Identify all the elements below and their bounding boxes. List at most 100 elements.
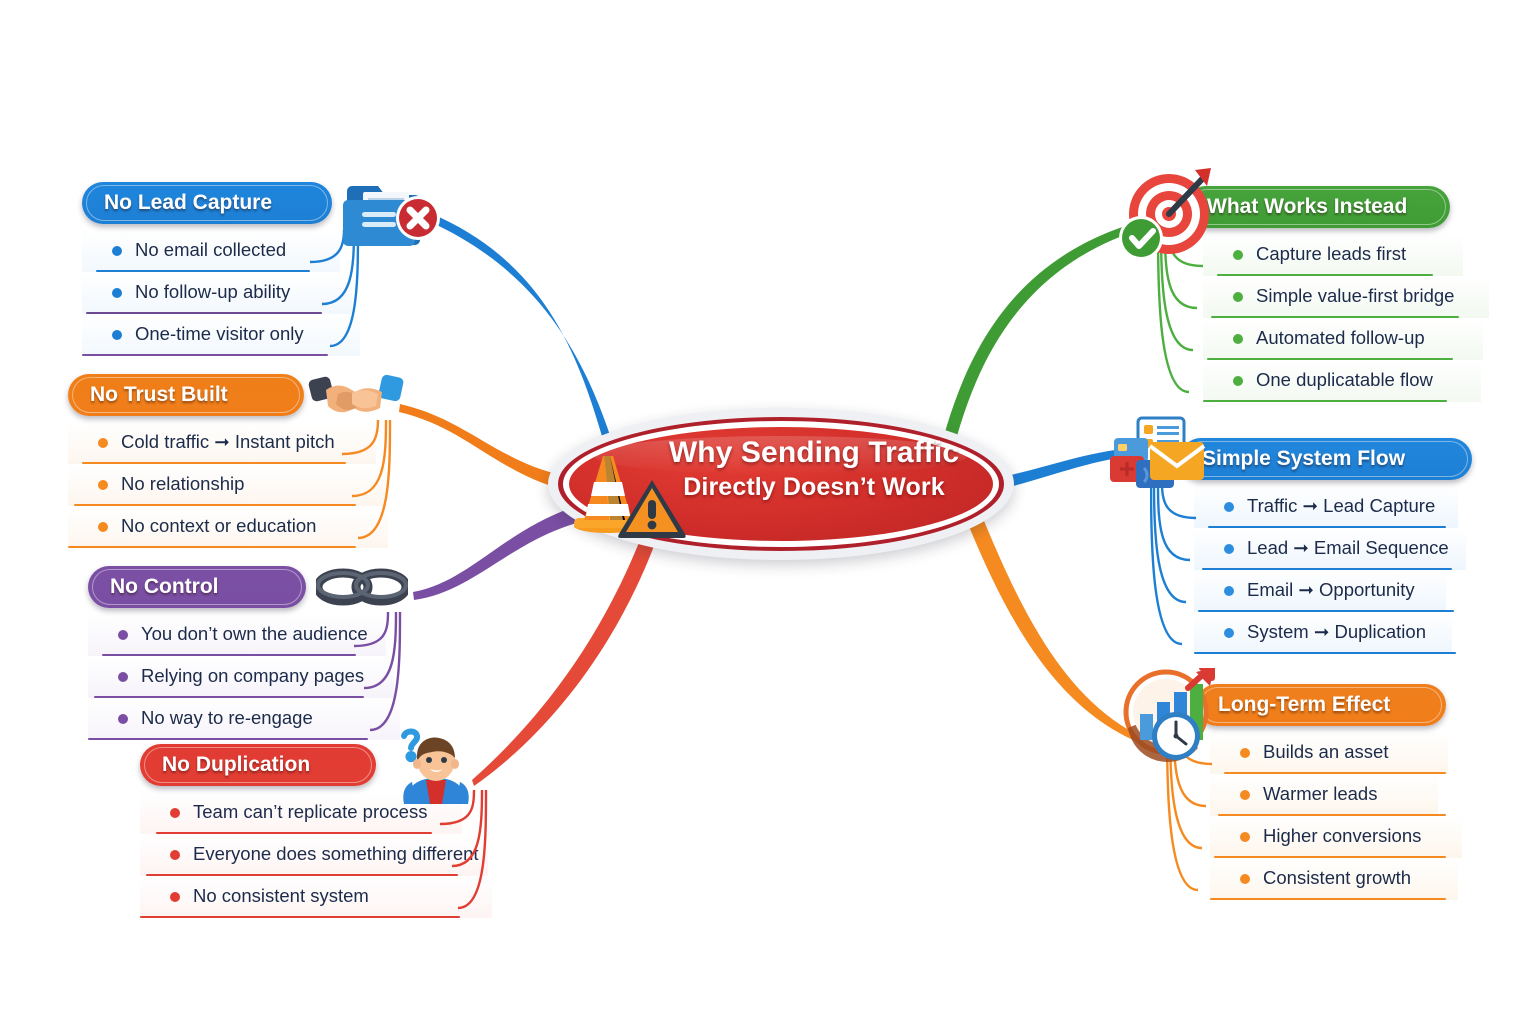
warning-triangle-icon	[618, 480, 686, 538]
list-item[interactable]: Everyone does something different	[140, 834, 488, 876]
list-item[interactable]: Email ➞ Opportunity	[1194, 570, 1454, 612]
central-topic-text: Why Sending Traffic Directly Doesn’t Wor…	[632, 436, 996, 501]
list-item-label: Capture leads first	[1256, 243, 1407, 264]
bullet-icon	[1224, 502, 1234, 512]
branch-no-control[interactable]: No Control You don’t own the audience Re…	[88, 566, 408, 740]
item-spines	[1150, 483, 1197, 646]
branch-long-term-effect[interactable]: Long-Term Effect Builds an asset Warmer …	[1123, 668, 1462, 900]
branch-no-duplication[interactable]: No Duplication Team can’t replicate proc…	[140, 728, 492, 918]
list-item[interactable]: Consistent growth	[1210, 858, 1458, 900]
list-item[interactable]: No context or education	[68, 506, 388, 548]
list-item[interactable]: System ➞ Duplication	[1194, 612, 1456, 654]
list-item[interactable]: Lead ➞ Email Sequence	[1194, 528, 1466, 570]
list-item-label: No context or education	[121, 515, 317, 536]
branch-items: Cold traffic ➞ Instant pitch No relation…	[68, 419, 392, 548]
list-item[interactable]: No consistent system	[140, 876, 492, 918]
list-item-label: No consistent system	[193, 885, 369, 906]
list-item[interactable]: Relying on company pages	[88, 656, 394, 698]
bullet-icon	[1224, 628, 1234, 638]
branch-title: No Trust Built	[90, 383, 228, 406]
item-rule	[1224, 772, 1446, 774]
link-no-duplication	[472, 540, 654, 786]
item-rule	[1194, 652, 1456, 654]
branch-items: Capture leads first Simple value-first b…	[1157, 231, 1489, 402]
list-item-label: Simple value-first bridge	[1256, 285, 1455, 306]
list-item[interactable]: No follow-up ability	[82, 272, 352, 314]
list-item-label: Relying on company pages	[141, 665, 365, 686]
central-topic-line1: Why Sending Traffic	[668, 436, 960, 469]
branch-header-no-control[interactable]: No Control	[88, 566, 306, 608]
item-rule	[1214, 856, 1446, 858]
bullet-icon	[98, 522, 108, 532]
item-rule	[102, 654, 356, 656]
bullet-icon	[1233, 376, 1243, 386]
list-item[interactable]: No way to re-engage	[88, 698, 400, 740]
branch-items: Builds an asset Warmer leads Higher conv…	[1166, 729, 1462, 900]
list-item[interactable]: Traffic ➞ Lead Capture	[1194, 486, 1458, 528]
handshake-icon	[308, 374, 404, 413]
branch-title: Simple System Flow	[1202, 447, 1406, 470]
bullet-icon	[170, 808, 180, 818]
list-item[interactable]: Higher conversions	[1210, 816, 1462, 858]
branch-header-long-term-effect[interactable]: Long-Term Effect	[1196, 684, 1446, 726]
item-spines	[353, 611, 402, 732]
list-item[interactable]: Warmer leads	[1210, 774, 1446, 816]
list-item-label: Everyone does something different	[193, 843, 479, 864]
bullet-icon	[1240, 748, 1250, 758]
item-rule	[1208, 526, 1446, 528]
item-rule	[1198, 610, 1454, 612]
email-documents-icon	[1110, 416, 1206, 488]
list-item[interactable]: No relationship	[68, 464, 386, 506]
bullet-icon	[1233, 292, 1243, 302]
bullet-icon	[112, 288, 122, 298]
item-rule	[1203, 400, 1447, 402]
list-item[interactable]: Automated follow-up	[1203, 318, 1483, 360]
list-item-label: Team can’t replicate process	[193, 801, 428, 822]
list-item-label: No way to re-engage	[141, 707, 313, 728]
branch-no-trust-built[interactable]: No Trust Built Cold traffic ➞ Instant pi…	[68, 374, 404, 548]
branch-header-simple-system-flow[interactable]: Simple System Flow	[1180, 438, 1472, 480]
list-item-label: System ➞ Duplication	[1247, 621, 1426, 642]
branch-title: No Control	[110, 575, 219, 598]
list-item[interactable]: One duplicatable flow	[1203, 360, 1481, 402]
item-rule	[74, 504, 356, 506]
list-item[interactable]: Simple value-first bridge	[1203, 276, 1489, 318]
branch-header-no-duplication[interactable]: No Duplication	[140, 744, 376, 786]
item-spines	[439, 789, 488, 910]
branch-title: What Works Instead	[1207, 195, 1408, 218]
list-item-label: One-time visitor only	[135, 323, 304, 344]
item-rule	[1211, 316, 1459, 318]
branch-header-what-works-instead[interactable]: What Works Instead	[1185, 186, 1450, 228]
branch-no-lead-capture[interactable]: No Lead Capture No email collected No fo…	[82, 182, 440, 356]
growth-chart-clock-icon	[1123, 668, 1215, 763]
branch-simple-system-flow[interactable]: Simple System Flow Traffic ➞ Lead Captur…	[1110, 416, 1472, 654]
item-rule	[140, 916, 460, 918]
list-item[interactable]: Builds an asset	[1210, 732, 1448, 774]
item-spines	[341, 419, 392, 540]
bullet-icon	[118, 714, 128, 724]
bullet-icon	[1240, 790, 1250, 800]
branch-header-no-lead-capture[interactable]: No Lead Capture	[82, 182, 332, 224]
list-item-label: No follow-up ability	[135, 281, 291, 302]
list-item[interactable]: Cold traffic ➞ Instant pitch	[68, 422, 376, 464]
list-item[interactable]: Capture leads first	[1203, 234, 1463, 276]
list-item[interactable]: No email collected	[82, 230, 340, 272]
item-rule	[88, 738, 368, 740]
branch-header-no-trust-built[interactable]: No Trust Built	[68, 374, 304, 416]
list-item[interactable]: You don’t own the audience	[88, 614, 386, 656]
list-item-label: Cold traffic ➞ Instant pitch	[121, 431, 335, 452]
list-item-label: Builds an asset	[1263, 741, 1389, 762]
item-rule	[68, 546, 356, 548]
central-topic[interactable]: Why Sending Traffic Directly Doesn’t Wor…	[548, 408, 1014, 560]
list-item-label: Lead ➞ Email Sequence	[1247, 537, 1449, 558]
list-item-label: You don’t own the audience	[141, 623, 368, 644]
branch-what-works-instead[interactable]: What Works Instead Capture leads first S…	[1119, 168, 1489, 402]
branch-items: Team can’t replicate process Everyone do…	[140, 789, 492, 918]
bullet-icon	[112, 246, 122, 256]
item-rule	[1217, 274, 1433, 276]
item-rule	[1218, 814, 1446, 816]
item-rule	[82, 462, 346, 464]
item-rule	[1207, 358, 1453, 360]
list-item[interactable]: One-time visitor only	[82, 314, 360, 356]
